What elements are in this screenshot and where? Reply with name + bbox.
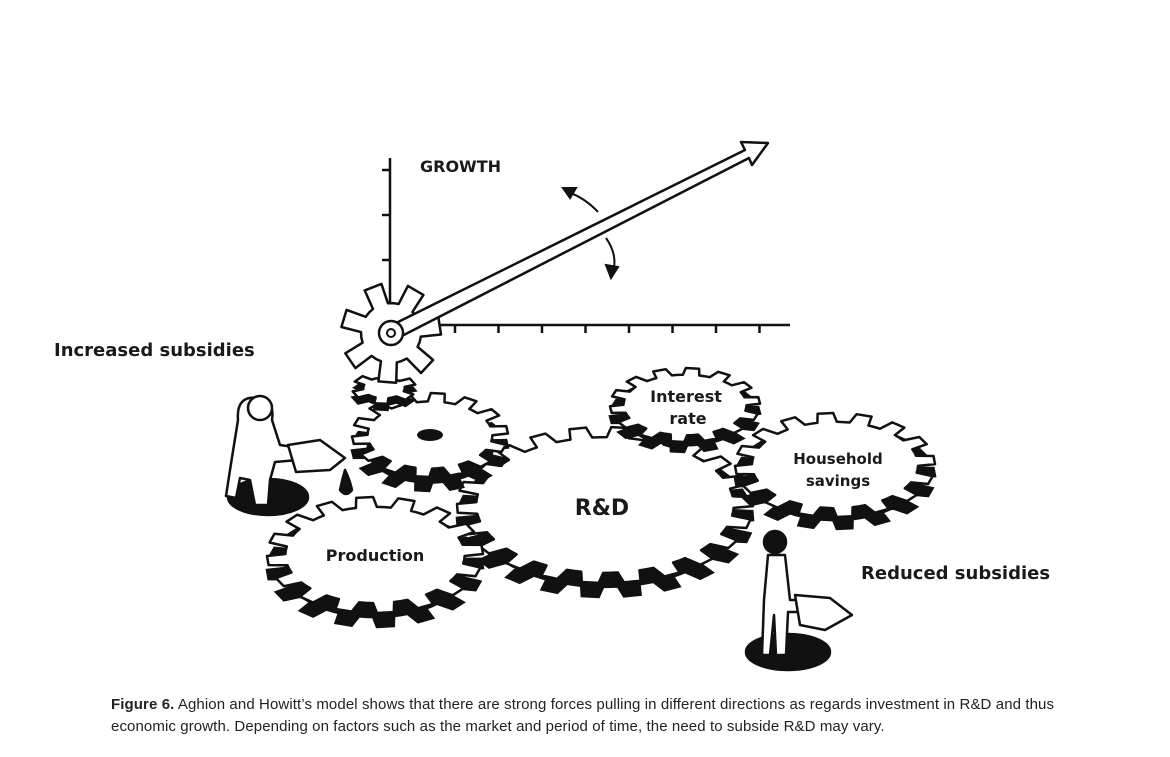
growth-arrow	[377, 140, 770, 347]
label-reduced-subsidies: Reduced subsidies	[861, 563, 1050, 584]
growth-axes	[382, 158, 790, 333]
figure-caption: Figure 6. Aghion and Howitt’s model show…	[111, 694, 1111, 738]
gear-label-interest-1: Interest	[650, 387, 722, 406]
gear-label-production: Production	[326, 546, 424, 565]
gear-household-savings	[733, 411, 937, 531]
gears-layer	[265, 366, 937, 629]
person-reduced-subsidies-icon	[744, 529, 854, 672]
figure-number: Figure 6.	[111, 696, 175, 713]
gear-production	[265, 495, 485, 629]
gear-label-household-2: savings	[806, 472, 870, 490]
gear-label-rd: R&D	[575, 496, 629, 521]
person-increased-subsidies-icon	[224, 394, 354, 517]
axis-label-growth: GROWTH	[420, 157, 501, 176]
caption-text: Aghion and Howitt’s model shows that the…	[111, 696, 1055, 735]
gear-label-interest-2: rate	[669, 409, 706, 428]
rotation-arrows-icon	[561, 187, 620, 281]
gear-drive	[350, 391, 510, 493]
gear-interest-rate	[608, 366, 762, 454]
gear-label-household-1: Household	[793, 450, 883, 468]
label-increased-subsidies: Increased subsidies	[54, 340, 255, 361]
